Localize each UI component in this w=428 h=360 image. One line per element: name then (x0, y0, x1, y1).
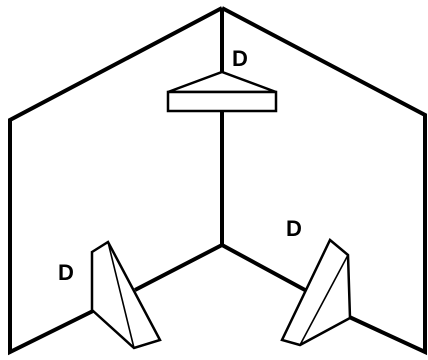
label-left-d: D (58, 260, 74, 285)
right-mirror (280, 238, 352, 347)
floor-edges (134, 243, 306, 292)
outer-walls (8, 6, 427, 356)
left-mirror (90, 240, 162, 350)
label-top-d: D (232, 46, 248, 71)
top-mirror (166, 70, 278, 113)
label-right-d: D (286, 216, 302, 241)
